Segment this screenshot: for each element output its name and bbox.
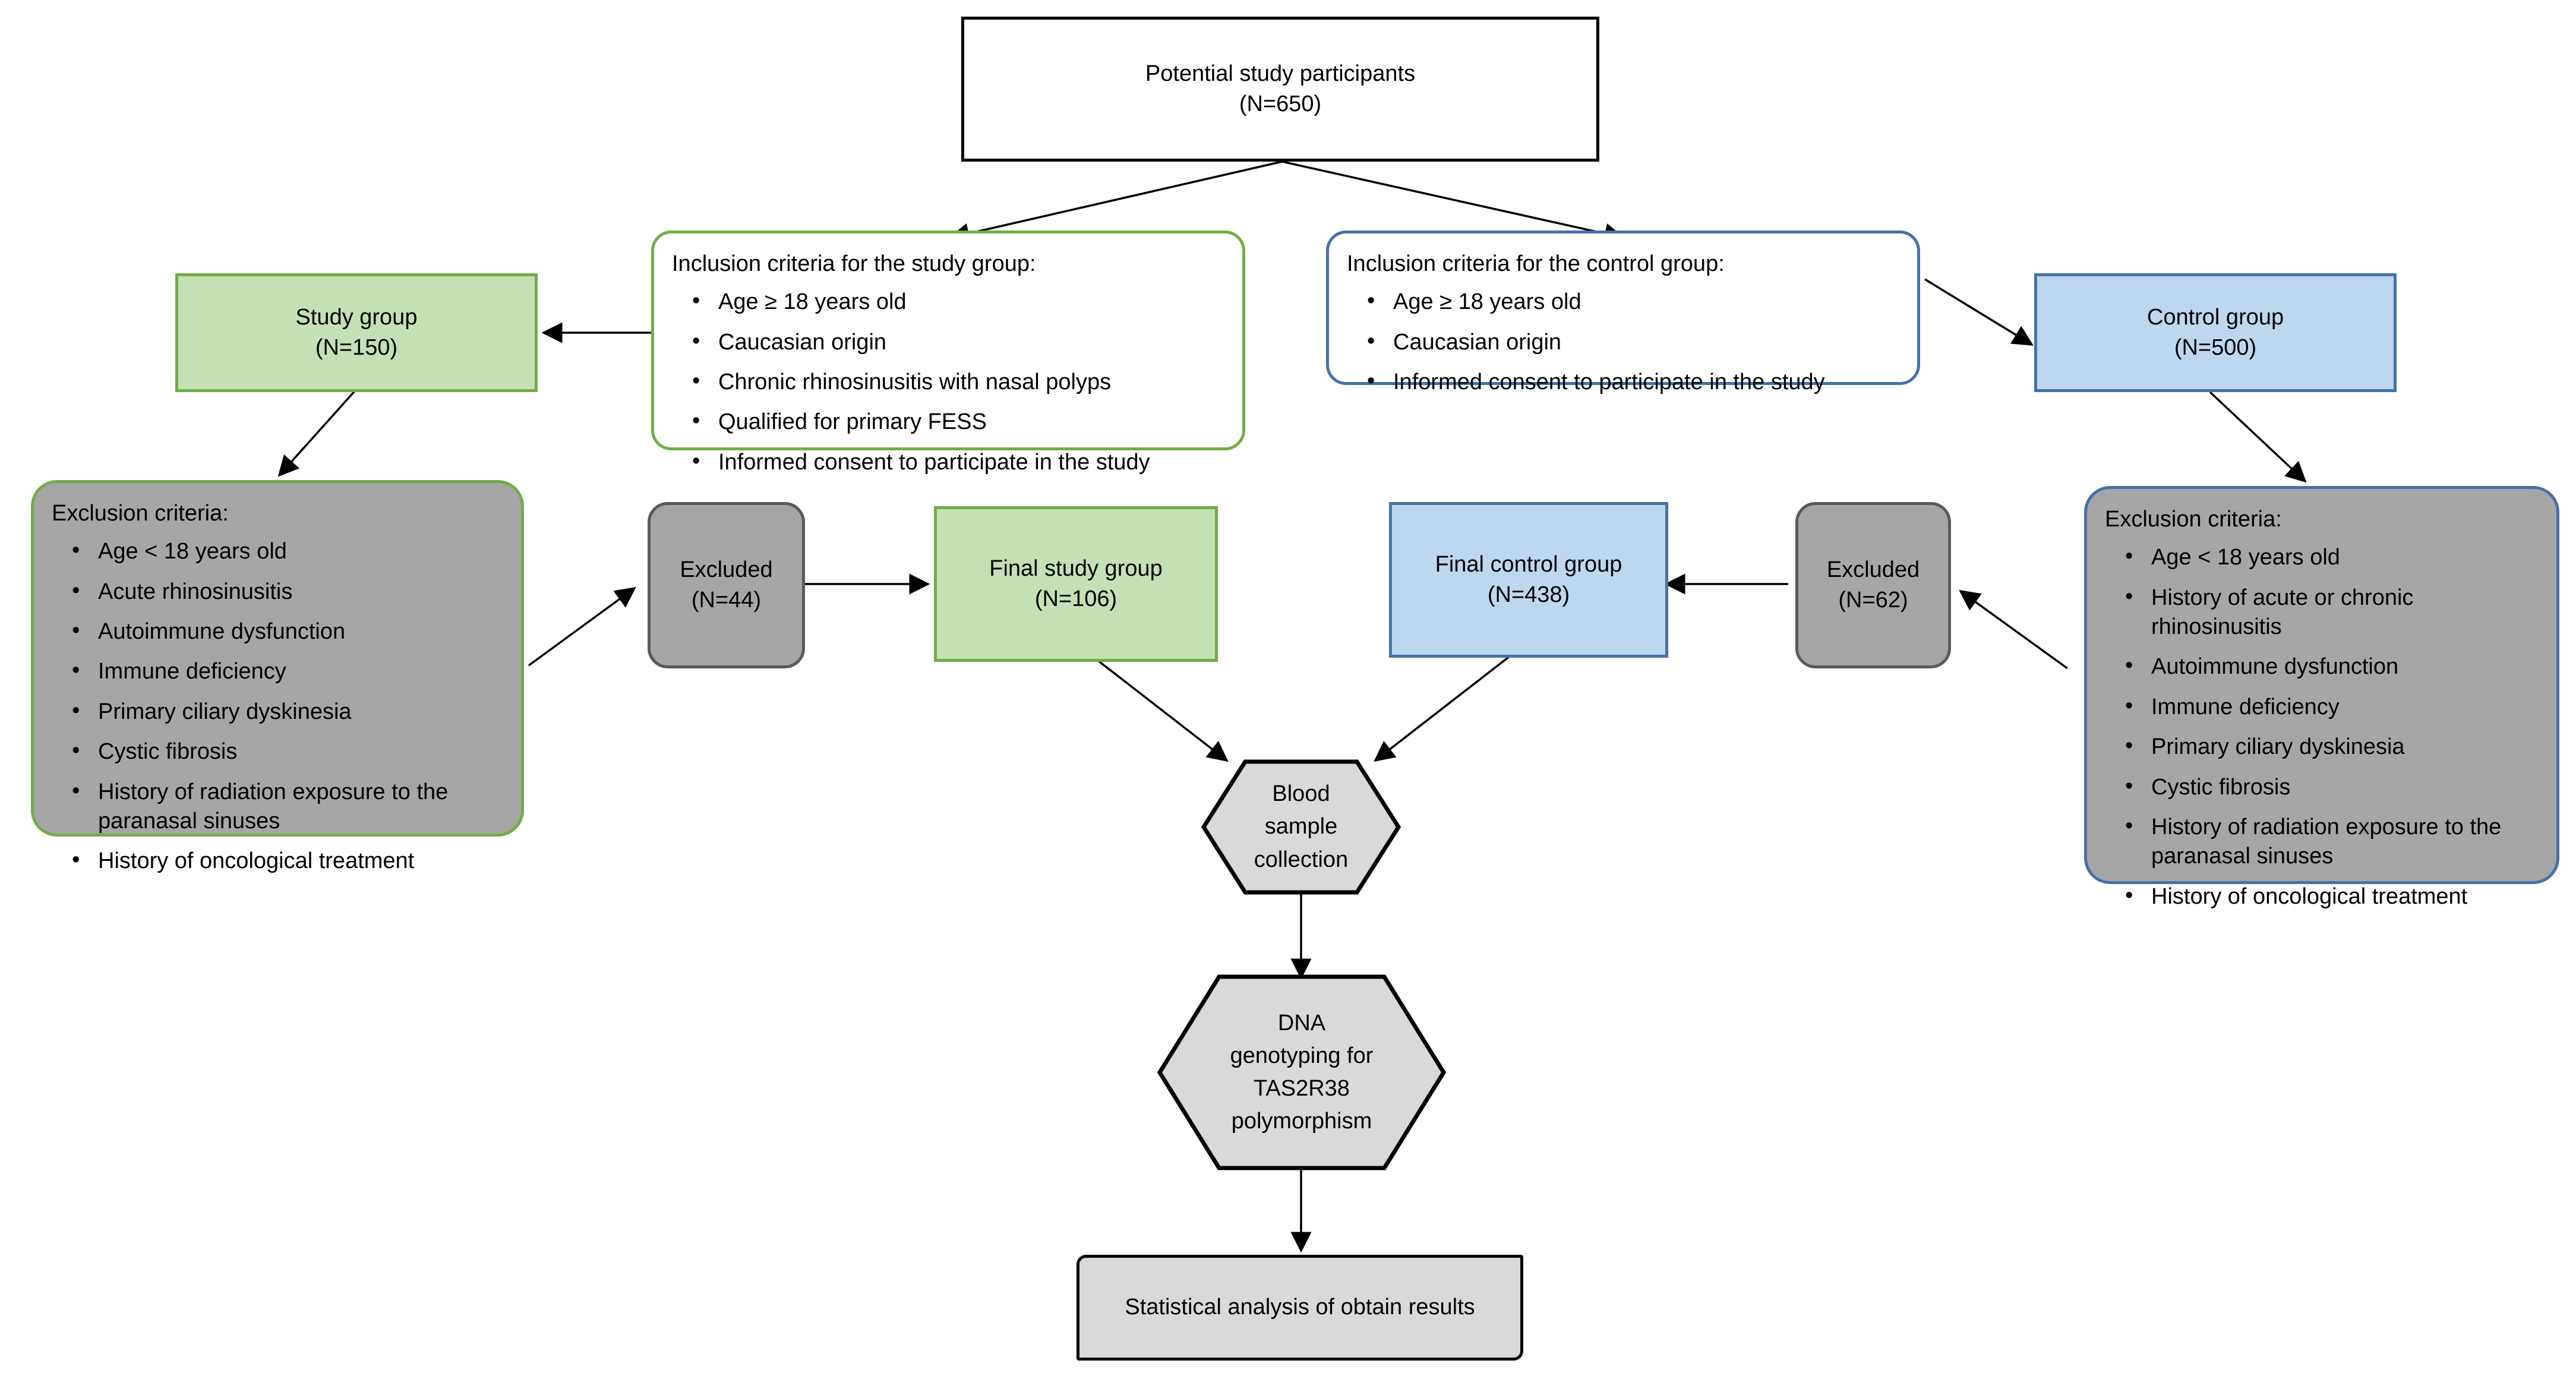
inclusion-control-heading: Inclusion criteria for the control group… xyxy=(1347,251,1725,276)
node-excluded-control[interactable]: Excluded (N=62) xyxy=(1795,502,1951,668)
list-item: Age ≥ 18 years old xyxy=(1367,286,1899,327)
list-item: Primary ciliary dyskinesia xyxy=(72,696,503,737)
final-study-group-count: (N=106) xyxy=(1034,586,1117,611)
excluded-study-count: (N=44) xyxy=(691,588,762,613)
excluded-control-count: (N=62) xyxy=(1838,588,1908,613)
list-item: History of oncological treatment xyxy=(72,845,503,876)
dna-genotyping-label: DNA genotyping for TAS2R38 polymorphism xyxy=(1186,1007,1418,1138)
node-dna-genotyping[interactable]: DNA genotyping for TAS2R38 polymorphism xyxy=(1157,974,1446,1170)
list-item: Caucasian origin xyxy=(692,327,1224,368)
final-control-group-count: (N=438) xyxy=(1487,582,1570,607)
list-item: History of oncological treatment xyxy=(2125,881,2539,911)
inclusion-study-heading: Inclusion criteria for the study group: xyxy=(672,251,1036,276)
list-item: History of radiation exposure to the par… xyxy=(72,777,503,847)
list-item: Informed consent to participate in the s… xyxy=(1367,367,1899,397)
blood-sample-line3: collection xyxy=(1254,847,1349,872)
node-study-group[interactable]: Study group (N=150) xyxy=(175,273,538,392)
potential-label-line1: Potential study participants xyxy=(1145,61,1416,86)
hexagon-shape xyxy=(1201,759,1401,895)
node-statistical-analysis[interactable]: Statistical analysis of obtain results xyxy=(1077,1255,1523,1361)
node-control-group[interactable]: Control group (N=500) xyxy=(2034,273,2397,392)
node-exclusion-criteria-study[interactable]: Exclusion criteria: Age < 18 years old A… xyxy=(31,480,524,875)
exclusion-control-heading: Exclusion criteria: xyxy=(2105,507,2282,532)
blood-sample-label: Blood sample collection xyxy=(1221,778,1381,876)
final-study-group-label: Final study group xyxy=(989,556,1163,581)
list-item: Chronic rhinosinusitis with nasal polyps xyxy=(692,367,1224,408)
excluded-study-label: Excluded xyxy=(680,557,773,582)
excluded-control-label: Excluded xyxy=(1826,557,1920,582)
node-excluded-study[interactable]: Excluded (N=44) xyxy=(648,502,805,668)
node-final-control-group[interactable]: Final control group (N=438) xyxy=(1389,502,1668,658)
list-item: Age ≥ 18 years old xyxy=(692,286,1224,327)
list-item: Acute rhinosinusitis xyxy=(72,576,503,617)
inclusion-control-list: Age ≥ 18 years old Caucasian origin Info… xyxy=(1347,286,1899,397)
node-potential-study-participants[interactable]: Potential study participants (N=650) xyxy=(961,17,1599,162)
study-group-count: (N=150) xyxy=(315,335,398,360)
list-item: Immune deficiency xyxy=(2125,692,2539,733)
list-item: Caucasian origin xyxy=(1367,327,1899,368)
node-inclusion-criteria-control[interactable]: Inclusion criteria for the control group… xyxy=(1326,231,1920,396)
dna-line2: genotyping for xyxy=(1230,1043,1374,1068)
list-item: History of radiation exposure to the par… xyxy=(2125,812,2539,882)
node-exclusion-criteria-control[interactable]: Exclusion criteria: Age < 18 years old H… xyxy=(2084,486,2559,911)
list-item: History of acute or chronic rhinosinusit… xyxy=(2125,582,2539,653)
control-group-label: Control group xyxy=(2146,304,2284,330)
list-item: Cystic fibrosis xyxy=(72,736,503,777)
potential-count: (N=650) xyxy=(1239,91,1322,116)
final-control-group-label: Final control group xyxy=(1435,551,1622,577)
list-item: Informed consent to participate in the s… xyxy=(692,447,1224,477)
list-item: Age < 18 years old xyxy=(2125,542,2539,583)
node-blood-sample-collection[interactable]: Blood sample collection xyxy=(1201,759,1401,895)
exclusion-study-heading: Exclusion criteria: xyxy=(52,501,229,526)
exclusion-control-list: Age < 18 years old History of acute or c… xyxy=(2105,542,2539,911)
list-item: Primary ciliary dyskinesia xyxy=(2125,731,2539,772)
statistical-analysis-label: Statistical analysis of obtain results xyxy=(1125,1295,1475,1320)
list-item: Autoimmune dysfunction xyxy=(72,616,503,657)
exclusion-study-list: Age < 18 years old Acute rhinosinusitis … xyxy=(52,536,503,876)
list-item: Qualified for primary FESS xyxy=(692,406,1224,447)
node-final-study-group[interactable]: Final study group (N=106) xyxy=(934,506,1218,662)
dna-line3: TAS2R38 xyxy=(1254,1076,1350,1101)
blood-sample-line1: Blood xyxy=(1272,781,1330,807)
dna-line4: polymorphism xyxy=(1231,1109,1372,1134)
list-item: Age < 18 years old xyxy=(72,536,503,577)
inclusion-study-list: Age ≥ 18 years old Caucasian origin Chro… xyxy=(672,286,1224,477)
list-item: Immune deficiency xyxy=(72,656,503,697)
study-group-label: Study group xyxy=(295,304,418,330)
blood-sample-line2: sample xyxy=(1264,814,1338,840)
dna-line1: DNA xyxy=(1277,1010,1326,1036)
node-inclusion-criteria-study[interactable]: Inclusion criteria for the study group: … xyxy=(651,231,1245,476)
list-item: Autoimmune dysfunction xyxy=(2125,651,2539,692)
control-group-count: (N=500) xyxy=(2174,335,2257,360)
hexagon-shape xyxy=(1157,974,1446,1170)
list-item: Cystic fibrosis xyxy=(2125,772,2539,813)
